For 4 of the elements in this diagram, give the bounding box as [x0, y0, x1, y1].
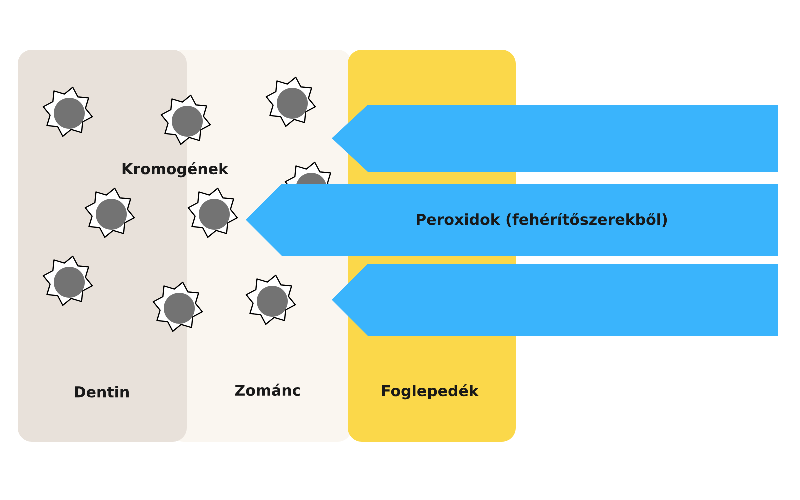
arrow-band: Peroxidok (fehérítőszerekből)	[246, 184, 778, 256]
layer-label: Kromogének	[122, 162, 229, 178]
arrow-band	[332, 105, 778, 172]
arrow-band	[332, 264, 778, 336]
